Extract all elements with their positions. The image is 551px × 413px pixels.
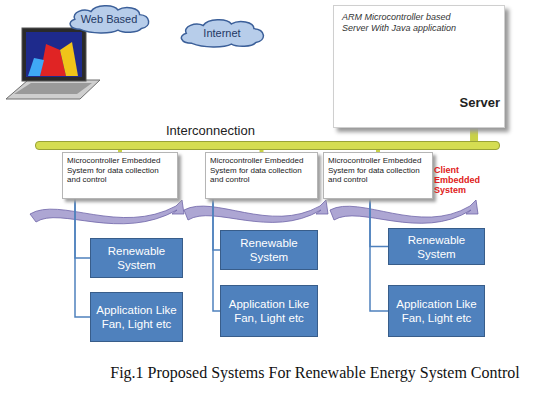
control-line	[213, 199, 220, 311]
screen-chart	[60, 42, 78, 76]
control-line	[75, 199, 90, 317]
bus-link	[470, 128, 478, 141]
cloud-shape	[181, 20, 263, 47]
control-line	[370, 199, 388, 311]
laptop-screen	[26, 32, 82, 77]
node-label: Microcontroller Embedded System for data…	[324, 153, 432, 188]
laptop-screen-frame	[22, 28, 86, 81]
node-label: ARM Microcontroller based Server With Ja…	[342, 12, 460, 34]
client-box: Microcontroller Embedded System for data…	[62, 152, 178, 199]
node-label: Internet	[203, 27, 240, 39]
node-label: Application Like Fan, Light etc	[91, 303, 182, 331]
node-label: Web Based	[81, 13, 138, 25]
node-label: Application Like Fan, Light etc	[389, 297, 484, 325]
system-box: Renewable System	[220, 230, 318, 270]
node-label: Renewable System	[221, 236, 317, 264]
screen-chart	[28, 58, 44, 76]
control-line	[213, 199, 220, 250]
laptop-base	[6, 80, 100, 99]
interconnection-bus: Interconnection	[35, 141, 500, 150]
node-label: Application Like Fan, Light etc	[221, 297, 317, 325]
system-box: Renewable System	[388, 228, 485, 265]
server-box: ARM Microcontroller based Server With Ja…	[333, 5, 505, 128]
flow-ribbon	[30, 200, 184, 224]
node-label: Renewable System	[91, 244, 182, 272]
node-label: Renewable System	[389, 233, 484, 261]
cloud-shape	[70, 6, 149, 33]
node-heading: Server	[460, 95, 500, 110]
flow-ribbons	[30, 200, 478, 224]
system-box: Application Like Fan, Light etc	[388, 285, 485, 337]
node-label: Interconnection	[166, 123, 255, 138]
system-box: Application Like Fan, Light etc	[90, 292, 183, 342]
node-heading: Client Embedded System	[434, 165, 486, 195]
laptop-keyboard	[14, 83, 92, 94]
client-box: Microcontroller Embedded System for data…	[323, 152, 433, 199]
cloud-node: Web Based	[64, 3, 154, 34]
flow-ribbon	[330, 200, 478, 223]
system-box: Application Like Fan, Light etc	[220, 285, 318, 337]
laptop-illustration	[6, 28, 100, 99]
node-label: Microcontroller Embedded System for data…	[63, 153, 177, 188]
flow-ribbon	[184, 200, 328, 222]
client-box: Microcontroller Embedded System for data…	[205, 152, 318, 199]
control-line	[75, 199, 90, 258]
cloud-node: Internet	[175, 17, 269, 48]
control-line	[370, 199, 388, 247]
figure-caption: Fig.1 Proposed Systems For Renewable Ene…	[80, 364, 550, 382]
node-label: Microcontroller Embedded System for data…	[206, 153, 317, 188]
system-box: Renewable System	[90, 238, 183, 278]
